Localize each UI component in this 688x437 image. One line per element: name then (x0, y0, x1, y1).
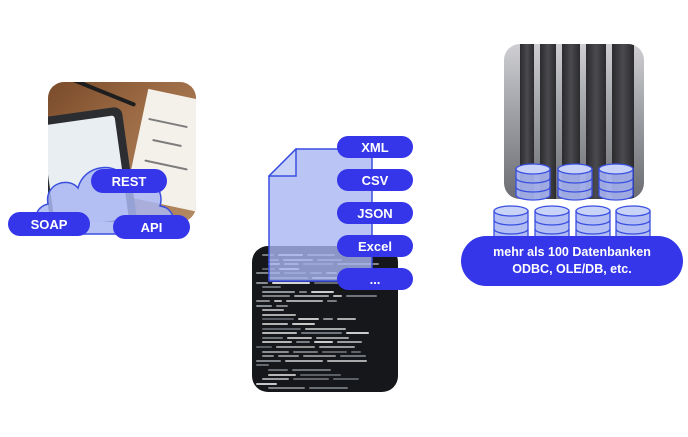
code-line (256, 359, 281, 362)
code-line (337, 318, 356, 321)
code-line (262, 295, 290, 298)
code-line (256, 272, 280, 275)
code-line (299, 290, 308, 293)
code-line (299, 373, 341, 376)
code-line (275, 346, 315, 348)
code-line (321, 350, 348, 353)
code-line (268, 369, 288, 371)
database-stack-icon (575, 205, 611, 243)
code-line (292, 323, 315, 325)
code-line (302, 355, 336, 358)
code-line (262, 332, 297, 335)
code-line (293, 378, 330, 381)
code-line (256, 382, 277, 385)
format-excel: Excel (337, 235, 413, 257)
format-xml: XML (337, 136, 413, 158)
soap-label: SOAP (8, 212, 90, 236)
code-line (262, 318, 295, 321)
code-line (309, 387, 348, 390)
code-line (311, 290, 335, 293)
code-line (262, 309, 284, 312)
database-protocols-text: ODBC, OLE/DB, etc. (512, 262, 632, 276)
code-line (262, 313, 296, 316)
code-line (268, 373, 296, 376)
code-line (327, 300, 337, 302)
code-line (262, 336, 284, 339)
code-line (256, 364, 269, 367)
format-json: JSON (337, 202, 413, 224)
format-more: ... (337, 268, 413, 290)
code-line (298, 318, 319, 321)
code-line (273, 300, 283, 302)
code-line (326, 359, 368, 362)
code-line (286, 300, 324, 302)
code-line (314, 341, 333, 344)
code-line (291, 369, 332, 371)
code-line (304, 327, 346, 330)
code-line (333, 378, 360, 381)
code-line (262, 350, 290, 353)
code-line (268, 387, 306, 390)
code-line (300, 332, 343, 335)
database-count-text: mehr als 100 Datenbanken (493, 245, 651, 259)
code-line (346, 332, 370, 335)
code-line (336, 341, 363, 344)
code-line (293, 350, 318, 353)
code-line (262, 290, 296, 293)
code-line (316, 336, 349, 339)
rest-label: REST (91, 169, 167, 193)
database-stack-icon (515, 163, 551, 201)
code-line (262, 327, 301, 330)
code-line (262, 254, 274, 256)
code-line (296, 341, 311, 344)
code-line (287, 336, 313, 339)
code-line (318, 346, 355, 348)
pen (69, 82, 137, 107)
code-line (339, 355, 366, 358)
database-stack-icon (598, 163, 634, 201)
code-line (262, 355, 274, 358)
code-line (313, 281, 351, 284)
server-room-photo (504, 44, 644, 199)
code-line (351, 350, 362, 353)
code-line (322, 318, 334, 321)
database-stack-icon (534, 205, 570, 243)
format-csv: CSV (337, 169, 413, 191)
code-line (262, 286, 281, 289)
code-line (275, 304, 289, 307)
code-line (256, 304, 272, 307)
code-line (256, 346, 272, 348)
code-line (277, 355, 299, 358)
api-label: API (113, 215, 190, 239)
code-line (284, 359, 323, 362)
code-line (256, 281, 269, 284)
code-line (262, 341, 293, 344)
code-line (345, 295, 378, 298)
code-line (262, 323, 289, 325)
database-support-label: mehr als 100 Datenbanken ODBC, OLE/DB, e… (461, 236, 683, 286)
code-line (332, 295, 342, 298)
code-line (262, 378, 290, 381)
database-stack-icon (557, 163, 593, 201)
code-line (272, 281, 310, 284)
code-line (256, 300, 270, 302)
code-line (293, 295, 329, 298)
